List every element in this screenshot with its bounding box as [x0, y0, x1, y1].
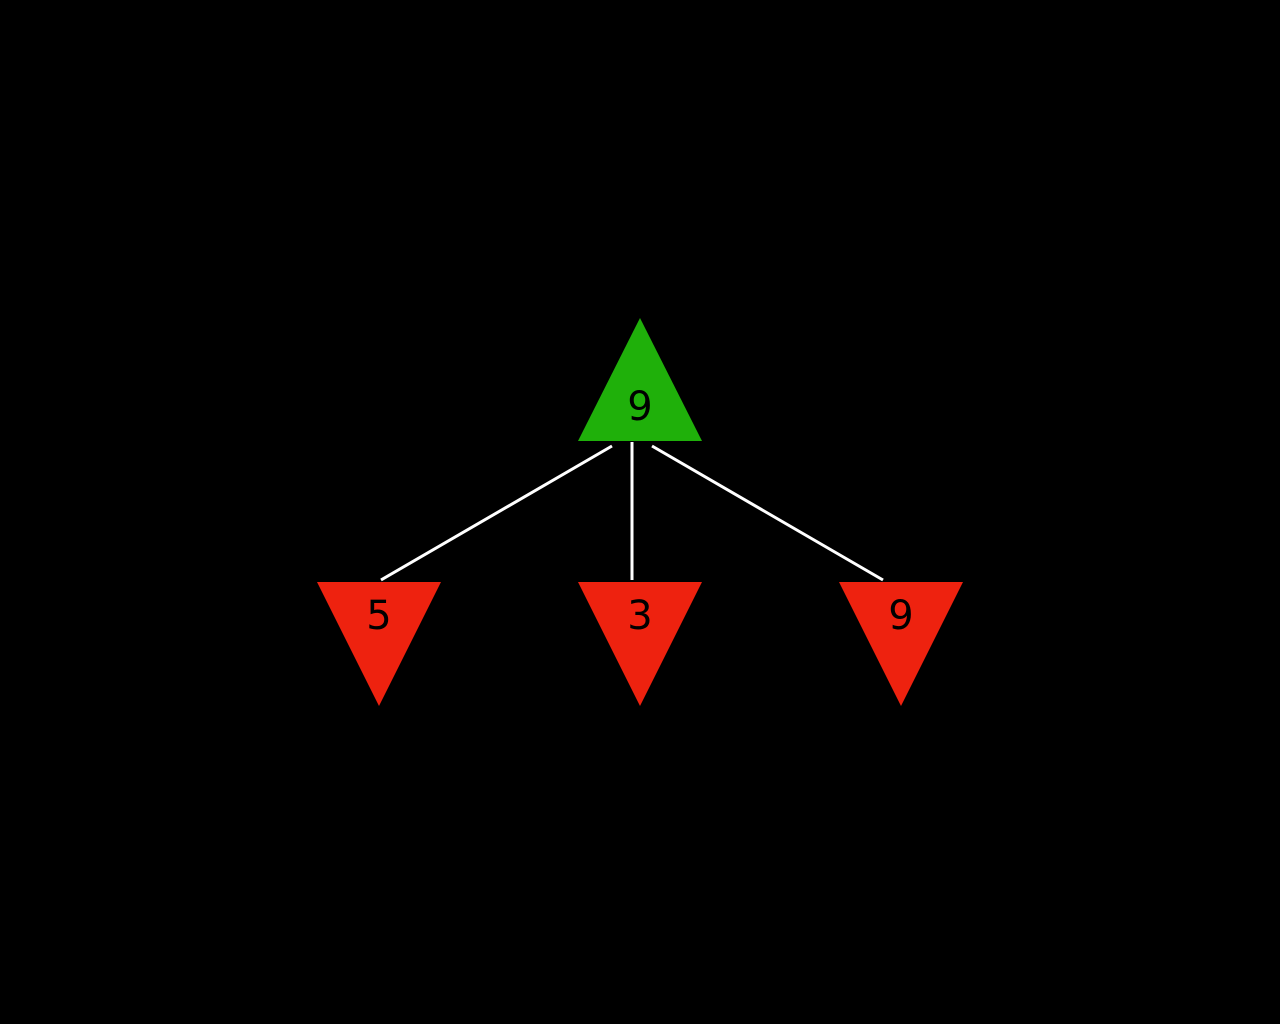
min-triangle-icon: [839, 582, 963, 706]
root-node: 9: [578, 318, 702, 441]
max-triangle-icon: [578, 318, 702, 441]
child-node-3: 9: [839, 582, 963, 706]
child-node-value: 3: [627, 593, 652, 639]
min-triangle-icon: [317, 582, 441, 706]
min-triangle-icon: [578, 582, 702, 706]
child-node-1: 5: [317, 582, 441, 706]
child-node-value: 5: [366, 593, 391, 639]
child-node-2: 3: [578, 582, 702, 706]
root-node-value: 9: [627, 384, 652, 430]
child-node-value: 9: [888, 593, 913, 639]
edge-root-to-child-1: [380, 444, 613, 582]
edge-root-to-child-3: [651, 444, 884, 582]
